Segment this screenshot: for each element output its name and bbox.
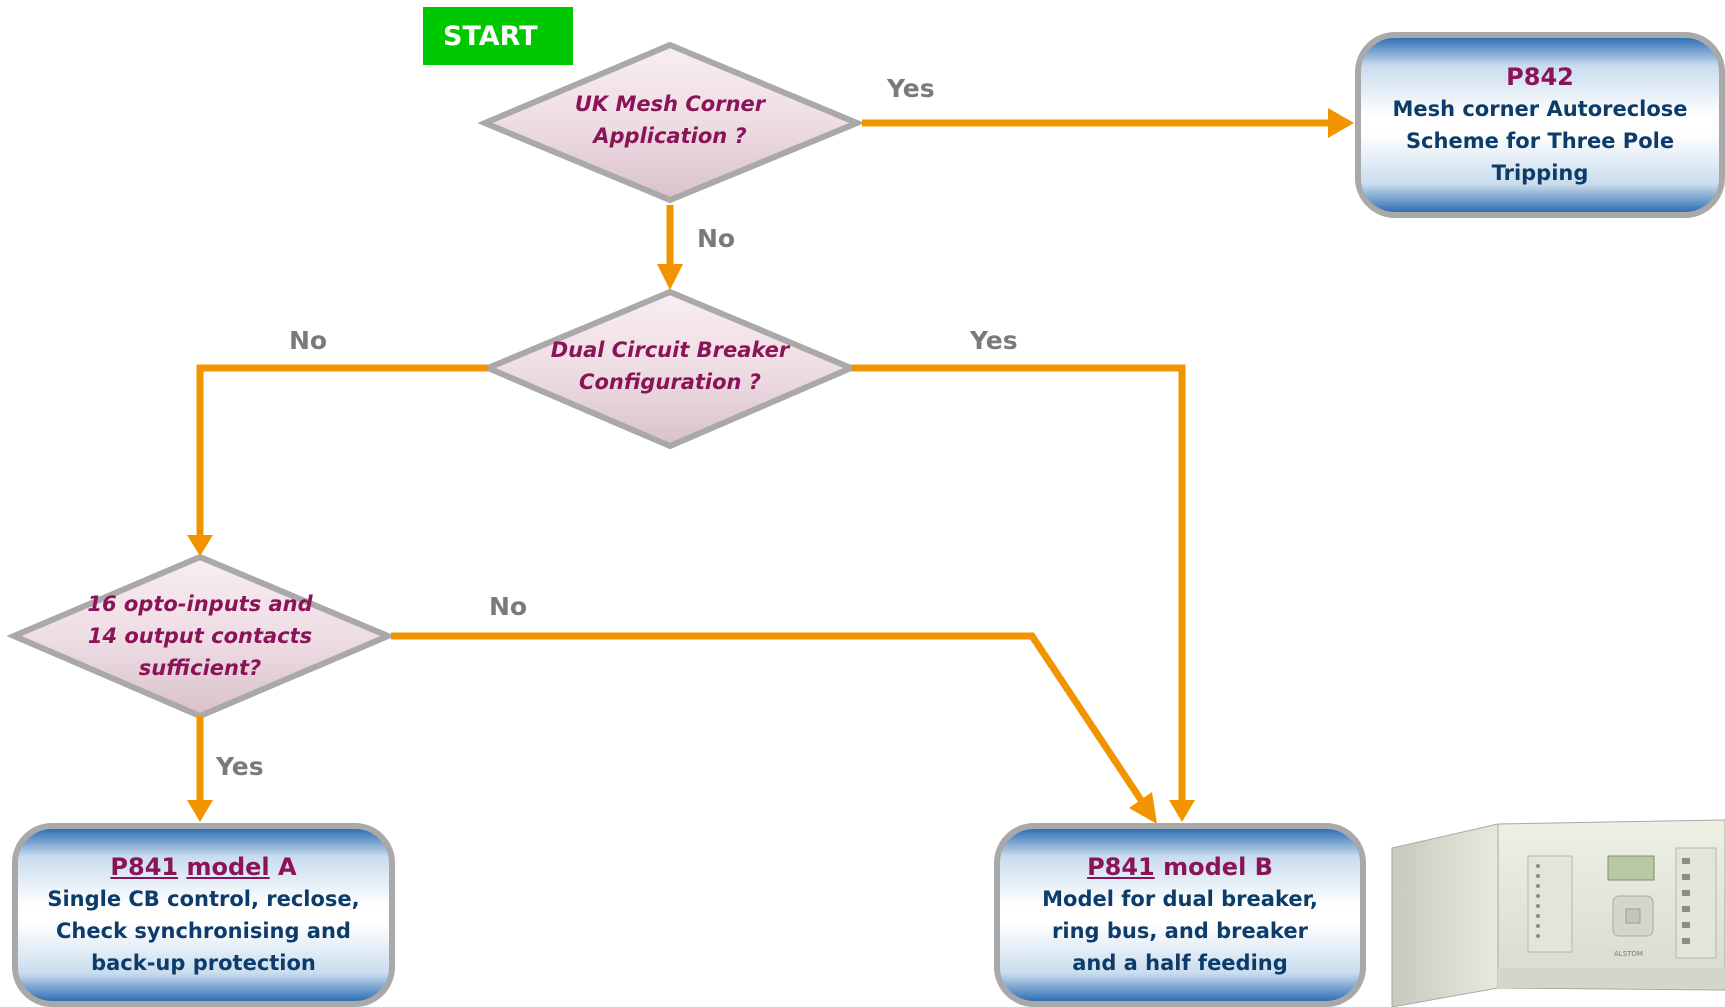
result-p841-model-b: P841 model B Model for dual breaker, rin… xyxy=(994,823,1366,1007)
arrowhead-opto-no xyxy=(1129,792,1157,824)
result-p841a-line-1: Single CB control, reclose, xyxy=(47,887,360,911)
arrow-opto-no xyxy=(391,632,1144,802)
result-p841b-title-rest: model B xyxy=(1163,853,1273,881)
decision-opto-text: 16 opto-inputs and 14 output contacts su… xyxy=(30,588,370,684)
result-p841b-line-2: ring bus, and breaker xyxy=(1052,919,1308,943)
decision-dual-cb-line-1: Dual Circuit Breaker xyxy=(550,338,790,362)
result-p842: P842 Mesh corner Autoreclose Scheme for … xyxy=(1355,32,1725,218)
relay-unit-image: ALSTOM xyxy=(1388,818,1725,1007)
arrow-dual-yes xyxy=(851,364,1186,800)
start-label: START xyxy=(423,7,573,65)
result-p841a-line-3: back-up protection xyxy=(91,951,316,975)
result-p841b-title-code: P841 xyxy=(1087,853,1155,881)
arrowhead-uk-no xyxy=(657,264,683,290)
result-p841a-title-model: model xyxy=(186,853,270,881)
decision-uk-mesh-shape xyxy=(477,41,865,204)
decision-uk-mesh-text: UK Mesh Corner Application ? xyxy=(500,88,840,152)
result-p841a-line-2: Check synchronising and xyxy=(56,919,351,943)
result-p842-title: P842 xyxy=(1506,63,1574,91)
arrow-dual-no xyxy=(196,364,488,535)
label-dual-yes: Yes xyxy=(970,326,1018,355)
label-opto-no: No xyxy=(489,592,528,621)
result-p842-line-1: Mesh corner Autoreclose xyxy=(1392,97,1688,121)
label-opto-yes: Yes xyxy=(216,752,264,781)
label-uk-yes: Yes xyxy=(887,74,935,103)
relay-brand-text: ALSTOM xyxy=(1614,950,1643,958)
result-p841b-line-1: Model for dual breaker, xyxy=(1042,887,1318,911)
decision-dual-cb-text: Dual Circuit Breaker Configuration ? xyxy=(500,334,840,398)
relay-left-led-column xyxy=(1527,855,1573,953)
decision-dual-cb-shape xyxy=(480,288,859,450)
relay-lcd-screen xyxy=(1607,855,1655,881)
label-dual-no: No xyxy=(289,326,328,355)
decision-opto-line-3: sufficient? xyxy=(138,656,262,680)
arrowhead-dual-yes xyxy=(1169,800,1195,822)
result-p841a-title-code: P841 xyxy=(110,853,179,881)
decision-dual-cb-line-2: Configuration ? xyxy=(579,370,761,394)
result-p841-model-a: P841 model A Single CB control, reclose,… xyxy=(12,823,395,1007)
result-p841b-line-3: and a half feeding xyxy=(1072,951,1288,975)
decision-opto-line-1: 16 opto-inputs and xyxy=(87,592,313,616)
arrowhead-uk-yes xyxy=(1328,108,1354,138)
result-p842-line-2: Scheme for Three Pole xyxy=(1405,129,1675,153)
relay-side-panel xyxy=(1391,823,1499,1007)
decision-opto-line-2: 14 output contacts xyxy=(87,624,313,648)
arrowhead-opto-yes xyxy=(187,800,213,822)
decision-uk-mesh-line-1: UK Mesh Corner xyxy=(574,92,766,116)
result-p841a-title-suffix: A xyxy=(278,853,297,881)
result-p841a-title: P841 model A xyxy=(110,851,296,883)
arrowhead-dual-no xyxy=(187,535,213,556)
decision-uk-mesh-line-2: Application ? xyxy=(593,124,747,148)
result-p842-line-3: Tripping xyxy=(1491,161,1589,185)
label-uk-no: No xyxy=(697,224,736,253)
result-p841b-title: P841 model B xyxy=(1087,851,1273,883)
